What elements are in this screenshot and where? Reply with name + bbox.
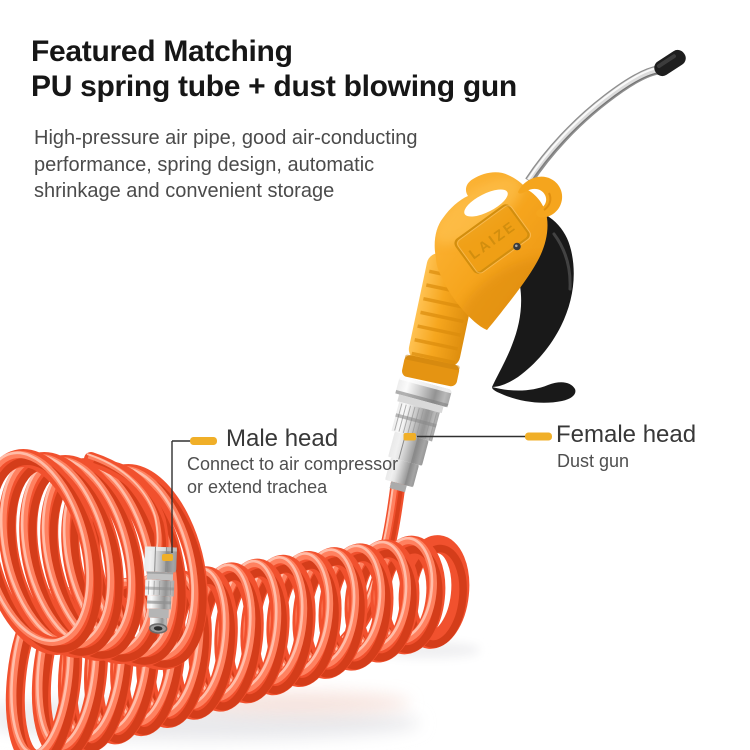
headline-line1: Featured Matching <box>31 35 293 68</box>
callout-dash-icon <box>525 432 552 441</box>
female-head-label: Female head <box>556 421 697 448</box>
headline-line2: PU spring tube + dust blowing gun <box>31 70 517 103</box>
nozzle-tip <box>654 49 686 77</box>
callout-dash-icon <box>190 437 217 445</box>
product-description: High-pressure air pipe, good air-conduct… <box>34 125 418 205</box>
blow-gun: LAIZE <box>385 49 686 493</box>
coil-loop <box>0 451 90 643</box>
hanging-hole <box>464 189 508 217</box>
connector-tube <box>84 452 169 559</box>
gun-nozzle <box>525 65 659 185</box>
coil-loop <box>0 450 94 646</box>
description-line: shrinkage and convenient storage <box>34 180 335 202</box>
callout-marker-icon <box>403 433 416 441</box>
callout-leader-male <box>171 440 191 553</box>
male-head-description-line: Connect to air compressor <box>187 454 399 474</box>
callout-leaders <box>162 432 552 561</box>
female-head-description: Dust gun <box>557 451 630 471</box>
description-line: High-pressure air pipe, good air-conduct… <box>34 127 418 149</box>
male-head-label: Male head <box>226 425 339 452</box>
male-head-description: Connect to air compressor or extend trac… <box>187 453 398 499</box>
female-coupler <box>385 376 453 493</box>
coil-loop <box>0 457 102 653</box>
hanging-hook <box>518 176 563 218</box>
callout-marker-icon <box>162 554 173 561</box>
description-line: performance, spring design, automatic <box>34 153 375 176</box>
male-head-description-line: or extend trachea <box>187 477 328 497</box>
